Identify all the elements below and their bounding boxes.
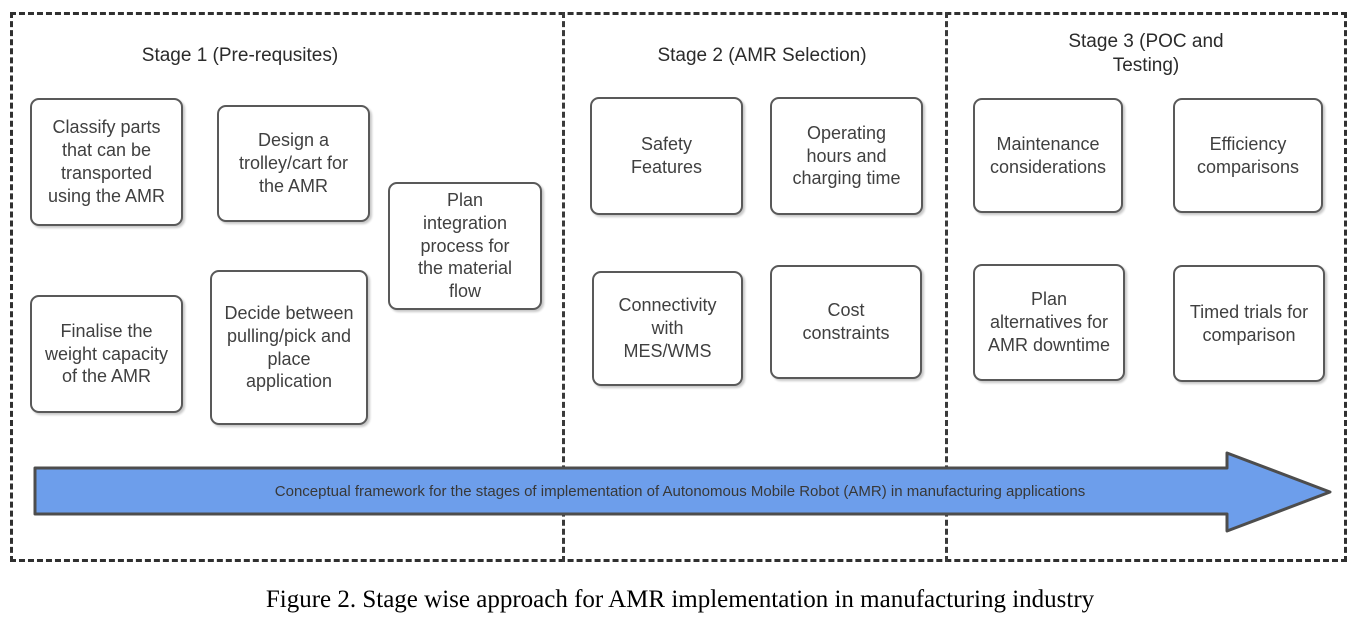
stage1-title: Stage 1 (Pre-requsites) (141, 45, 339, 66)
right-arrow-shape (33, 451, 1332, 533)
box-operating-hours: Operating hours and charging time (770, 97, 923, 215)
arrow-label: Conceptual framework for the stages of i… (274, 482, 1086, 500)
box-cost-constraints: Cost constraints (770, 265, 922, 379)
box-maintenance-considerations: Maintenance considerations (973, 98, 1123, 213)
stage1-stage2-divider (562, 12, 565, 562)
box-plan-integration: Plan integration process for the materia… (388, 182, 542, 310)
figure-caption: Figure 2. Stage wise approach for AMR im… (265, 586, 1095, 613)
box-decide-application: Decide between pulling/pick and place ap… (210, 270, 368, 425)
box-finalise-weight: Finalise the weight capacity of the AMR (30, 295, 183, 413)
box-classify-parts: Classify parts that can be transported u… (30, 98, 183, 226)
stage2-stage3-divider (945, 12, 948, 562)
flow-arrow (33, 451, 1332, 533)
box-timed-trials: Timed trials for comparison (1173, 265, 1325, 382)
box-efficiency-comparisons: Efficiency comparisons (1173, 98, 1323, 213)
box-safety-features: Safety Features (590, 97, 743, 215)
box-design-trolley: Design a trolley/cart for the AMR (217, 105, 370, 222)
outer-dashed-frame (10, 12, 1347, 562)
stage3-title: Stage 3 (POC and Testing) (1068, 31, 1224, 76)
box-connectivity-mes-wms: Connectivity with MES/WMS (592, 271, 743, 386)
stage2-title: Stage 2 (AMR Selection) (657, 45, 867, 66)
box-plan-alternatives: Plan alternatives for AMR downtime (973, 264, 1125, 381)
